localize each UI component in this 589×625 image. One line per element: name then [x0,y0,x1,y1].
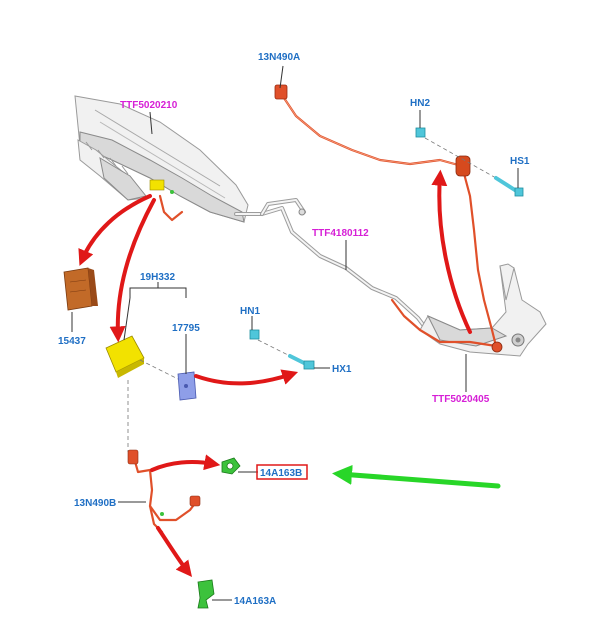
label-hs1: HS1 [510,156,530,167]
module-15437 [63,267,98,311]
leader-13n490a [279,65,284,89]
connector-14a163b [221,457,241,475]
harness-13n490a [274,84,503,353]
leader-ttf5020210 [149,111,153,135]
brake-pipe [234,198,432,336]
leader-19h332-bracket [129,287,187,298]
label-ttf4180112: TTF4180112 [312,228,369,239]
label-14a163b: 14A163B [260,468,302,479]
arrow-to-15437 [78,194,152,266]
arrow-to-hs1 [431,169,472,334]
label-ttf5020210: TTF5020210 [120,100,178,111]
bolt-hs1 [494,176,524,197]
tow-hitch-assembly [419,263,547,357]
label-15437: 15437 [58,336,86,347]
label-hx1: HX1 [332,364,352,375]
label-13n490b: 13N490B [74,498,116,509]
label-ttf5020405: TTF5020405 [432,394,490,405]
arrow-to-hx1 [194,369,299,386]
nut-hn2 [415,127,426,138]
arrow-to-14a163a [156,526,192,577]
bolt-hx1 [288,354,315,370]
label-hn2: HN2 [410,98,430,109]
rear-frame-structure [74,95,249,223]
label-19h332: 19H332 [140,272,175,283]
label-17795: 17795 [172,323,200,334]
highlight-arrow [332,464,501,489]
frame-harness [158,194,184,222]
arrow-to-19h332 [109,198,156,343]
module-bracket-line [139,359,181,381]
highlight-box [256,464,308,480]
hn1-axis-line [257,339,291,357]
arrow-to-14a163b [150,454,221,472]
leader-19h332-module [123,297,131,341]
label-14a163a: 14A163A [234,596,276,607]
connector-14a163a [197,579,215,609]
nut-hn1 [249,329,260,340]
bracket-17795 [177,371,197,401]
label-hn1: HN1 [240,306,260,317]
label-13n490a: 13N490A [258,52,300,63]
module-19h332 [105,335,145,378]
